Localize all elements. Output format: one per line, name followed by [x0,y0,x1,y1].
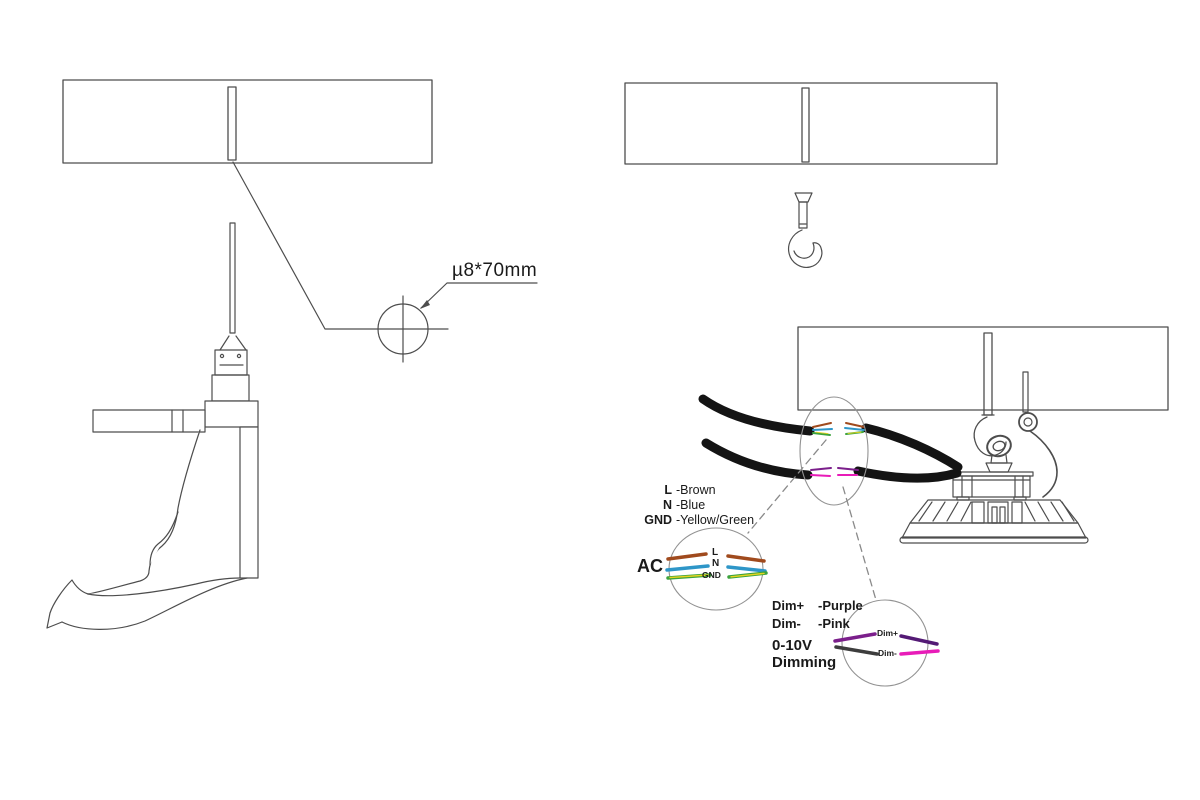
ac-wire-neutral-right [726,565,767,573]
legend-term-ground: GND [644,513,672,527]
leader-to-ac-detail [747,439,827,534]
hanging-rod [983,332,993,416]
drill-hole-circle [377,303,429,355]
legend-row-neutral: N -Blue [628,498,754,512]
conductor-ground-left [812,432,831,436]
legend-desc-neutral: -Blue [676,498,706,512]
dim-wire-plus-left [833,632,877,643]
conductor-live-right [845,422,865,428]
ac-wiretag-n: N [712,558,720,569]
drill-hole-detail [232,161,538,363]
ac-wire-legend: L -Brown N -Blue GND -Yellow/Green [628,483,754,528]
legend-desc-dimminus: -Pink [818,616,850,631]
dim-wire-minus-right [899,649,940,656]
lamp-bottom-rim [899,536,1089,544]
right-ceiling-beam [797,326,1169,411]
hook-bracket [46,400,259,630]
ac-wiretag-gnd: GND [702,570,721,580]
lamp-eye-ring [986,434,1012,458]
lamp-mount-stem [985,454,1013,473]
ac-wire-ground-left-stripe [669,574,709,579]
ac-detail-circle [665,527,768,611]
right-top-ceiling-slot [801,87,810,163]
ac-wire-live-left [666,552,708,561]
legend-term-dimplus: Dim+ [772,598,805,613]
ac-wire-ground-right-stripe [730,572,765,578]
legend-row-dimplus: Dim+ -Purple [772,598,863,613]
legend-term-neutral: N [662,498,672,512]
legend-desc-ground: -Yellow/Green [676,513,755,527]
hook-tail [46,579,89,629]
safety-cable [1029,430,1058,498]
conductor-ground-left-stripe [815,431,829,435]
ac-wiretag-l: L [712,547,719,558]
legend-term-dimminus: Dim- [772,616,801,631]
drill-label-leader [420,282,538,309]
hook-inner-curve [87,429,201,595]
conductor-dimplus-right [837,467,859,471]
hook-screw-j-curve [787,229,823,268]
conductor-live-left [812,422,832,428]
legend-desc-dimplus: -Purple [818,598,863,613]
legend-row-ground: GND -Yellow/Green [628,513,754,527]
dim-wiretag-plus: Dim+ [877,628,899,638]
ac-wire-live-right [726,554,766,563]
detail-balloon [747,396,877,601]
dim-cable-left [701,438,813,480]
conductor-neutral-right [844,427,865,431]
hanging-rod-and-hook [973,332,1007,457]
threaded-rod [229,222,236,334]
dim-wiretag-minus: Dim- [878,648,897,658]
left-ceiling-slot [227,86,237,161]
safety-eye-ring [1018,412,1038,432]
lamp-skirt [901,522,1087,539]
conductor-dimplus-left [810,467,832,471]
lamp-hook [973,416,1007,457]
ceiling-hook-screw [787,192,823,268]
hook-inner-detail [149,511,179,566]
ufo-lamp [899,471,1089,544]
dim-wire-plus-right [899,634,939,646]
safety-rod [1022,371,1029,413]
dim-wire-minus-left [834,645,879,656]
hook-screw-head [794,192,813,203]
legend-row-dimminus: Dim- -Pink [772,616,863,631]
dim-wire-legend: Dim+ -Purple Dim- -Pink [772,598,863,631]
legend-row-live: L -Brown [628,483,754,497]
legend-term-live: L [664,483,672,497]
supply-cables [698,394,963,483]
hook-band-top [87,577,241,597]
bracket-strip [239,426,259,579]
dim-title-line2: Dimming [772,654,837,671]
ac-cable-right [861,423,963,472]
dim-cable-right [853,466,962,483]
dim-detail-circle [833,599,940,687]
conductor-dimminus-left [810,474,831,477]
hook-band-bottom [61,577,248,630]
dim-title: 0-10V Dimming [772,637,836,671]
stripped-conductors [810,422,865,477]
legend-desc-live: -Brown [676,483,716,497]
right-top-ceiling-beam [624,82,998,165]
lamp-fin-section [909,499,1079,524]
anchor-size-label: µ8*70mm [452,260,538,281]
expansion-bolt [211,222,250,411]
conductor-neutral-left [812,428,833,431]
ac-label: AC [637,556,663,576]
leader-arrowhead [420,300,430,309]
ac-wire-neutral-left [665,564,710,572]
conductor-ground-right-stripe [847,431,862,434]
bracket-arm [92,409,206,433]
left-ceiling-beam [62,79,433,164]
lamp-driver-box [952,475,1031,498]
leader-to-dim-detail [842,486,877,601]
safety-cable-assembly [1018,371,1058,498]
anchor-body [211,374,250,402]
ac-cable-left [698,394,815,436]
dim-title-line1: 0-10V [772,637,813,654]
